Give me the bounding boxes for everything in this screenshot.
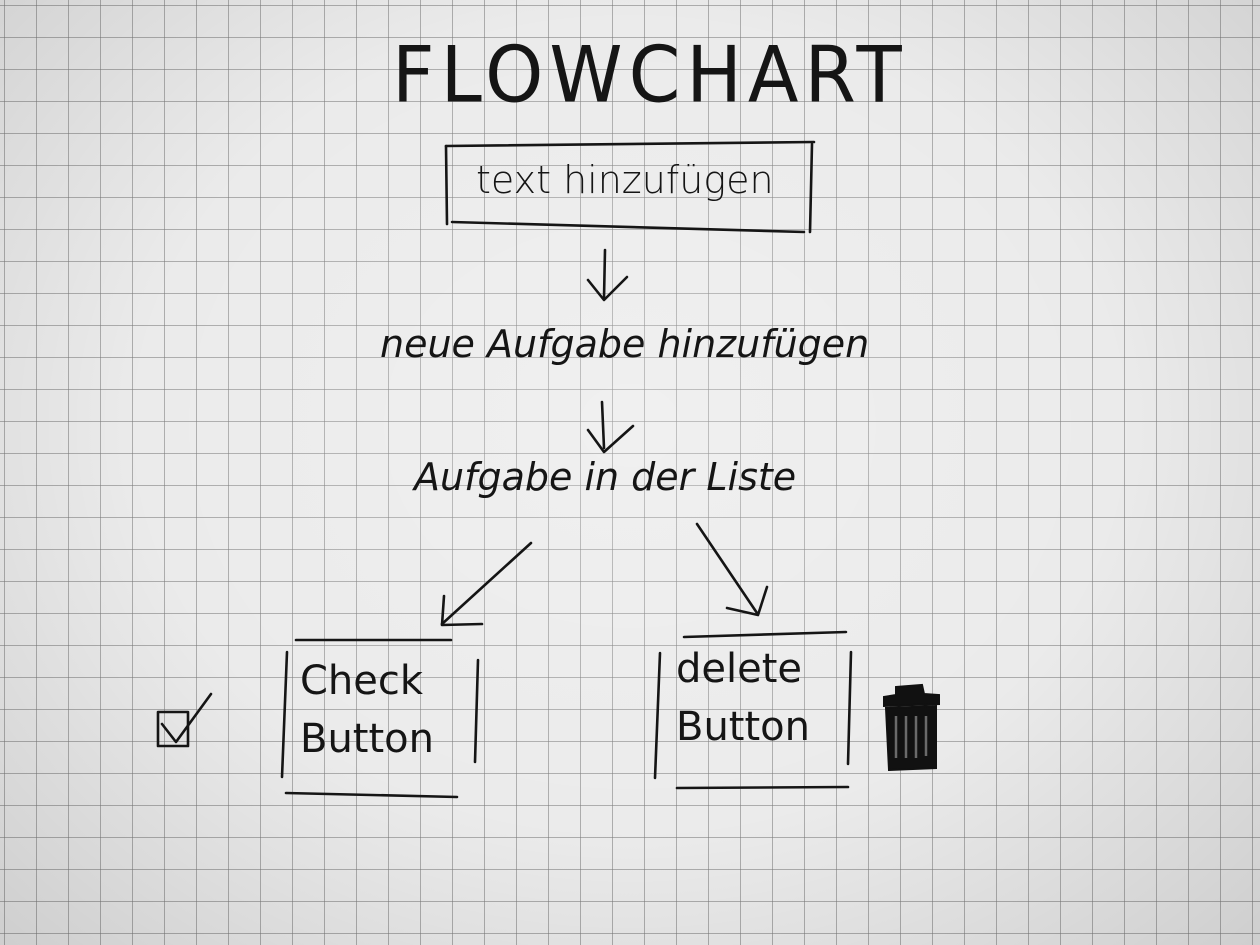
trash-icon bbox=[883, 683, 940, 772]
node-add-text: text hinzufügen bbox=[476, 158, 774, 202]
add-text-box bbox=[444, 140, 816, 234]
check-button-line-2: Button bbox=[300, 716, 434, 762]
check-button-line-1: Check bbox=[300, 658, 424, 704]
delete-button-line-1: delete bbox=[676, 646, 803, 692]
node-task-in-list: Aufgabe in der Liste bbox=[414, 455, 797, 499]
arrow-new-task-to-list bbox=[586, 400, 635, 454]
delete-button-line-2: Button bbox=[676, 704, 810, 750]
arrow-list-to-delete bbox=[695, 522, 769, 617]
arrow-add-text-to-new-task bbox=[586, 248, 629, 302]
check-button-box bbox=[280, 638, 480, 799]
checkbox-icon bbox=[156, 692, 213, 748]
check-button-label: Check Button bbox=[300, 652, 434, 768]
delete-button-label: delete Button bbox=[676, 640, 810, 756]
delete-button-box bbox=[653, 630, 853, 790]
node-new-task: neue Aufgabe hinzufügen bbox=[380, 322, 870, 366]
diagram-title: FLOWCHART bbox=[392, 30, 908, 121]
arrow-list-to-check bbox=[440, 541, 533, 627]
